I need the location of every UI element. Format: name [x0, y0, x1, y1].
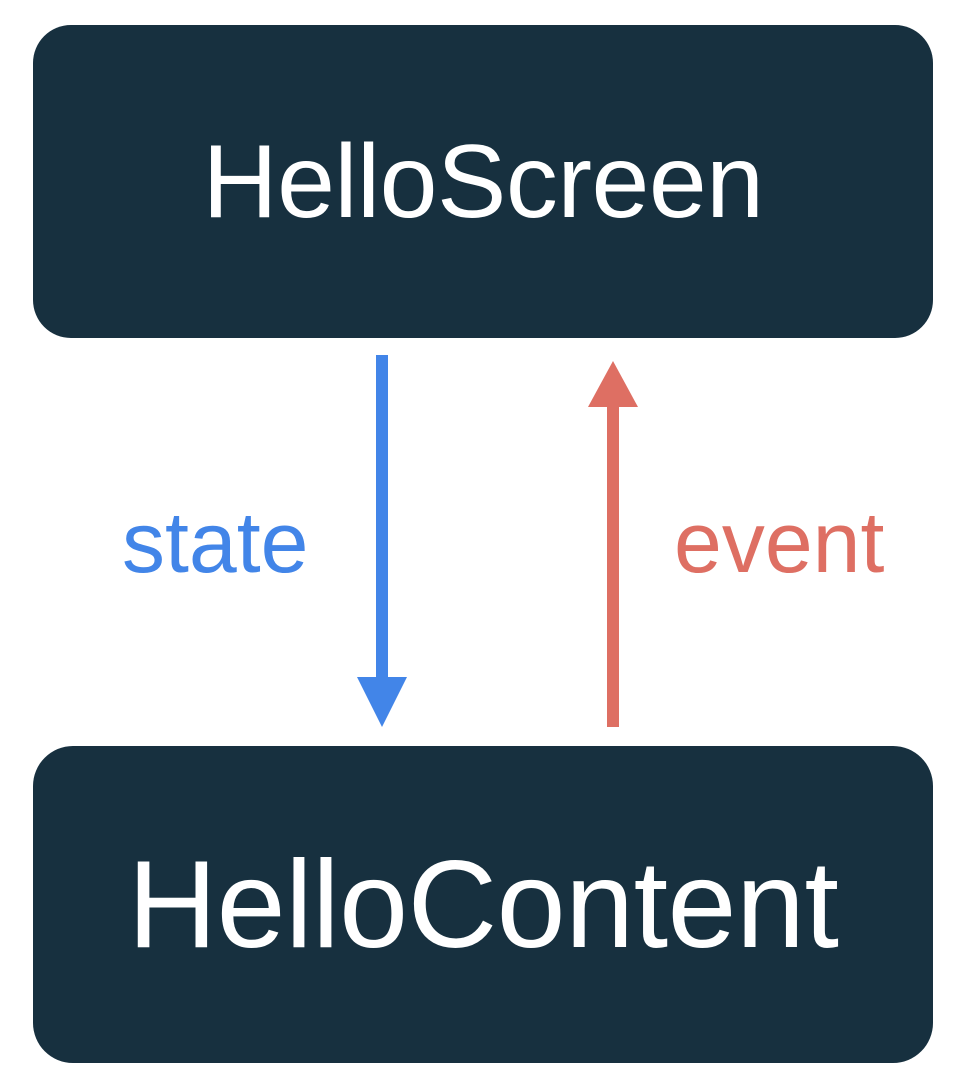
arrow-event-shaft [607, 407, 619, 727]
arrow-state-down-icon [357, 355, 407, 727]
arrow-event-up-icon [588, 361, 638, 727]
node-hello-screen[interactable]: HelloScreen [33, 25, 933, 338]
edge-label-state: state [122, 495, 309, 591]
arrow-event-head [588, 361, 638, 407]
arrow-state-head [357, 677, 407, 727]
edge-label-event: event [674, 495, 885, 591]
node-hello-content-label: HelloContent [127, 835, 839, 974]
node-hello-screen-label: HelloScreen [202, 123, 764, 240]
arrow-state-shaft [376, 355, 388, 677]
arrow-event-geometry [588, 361, 638, 727]
arrow-state-geometry [357, 355, 407, 727]
node-hello-content[interactable]: HelloContent [33, 746, 933, 1063]
